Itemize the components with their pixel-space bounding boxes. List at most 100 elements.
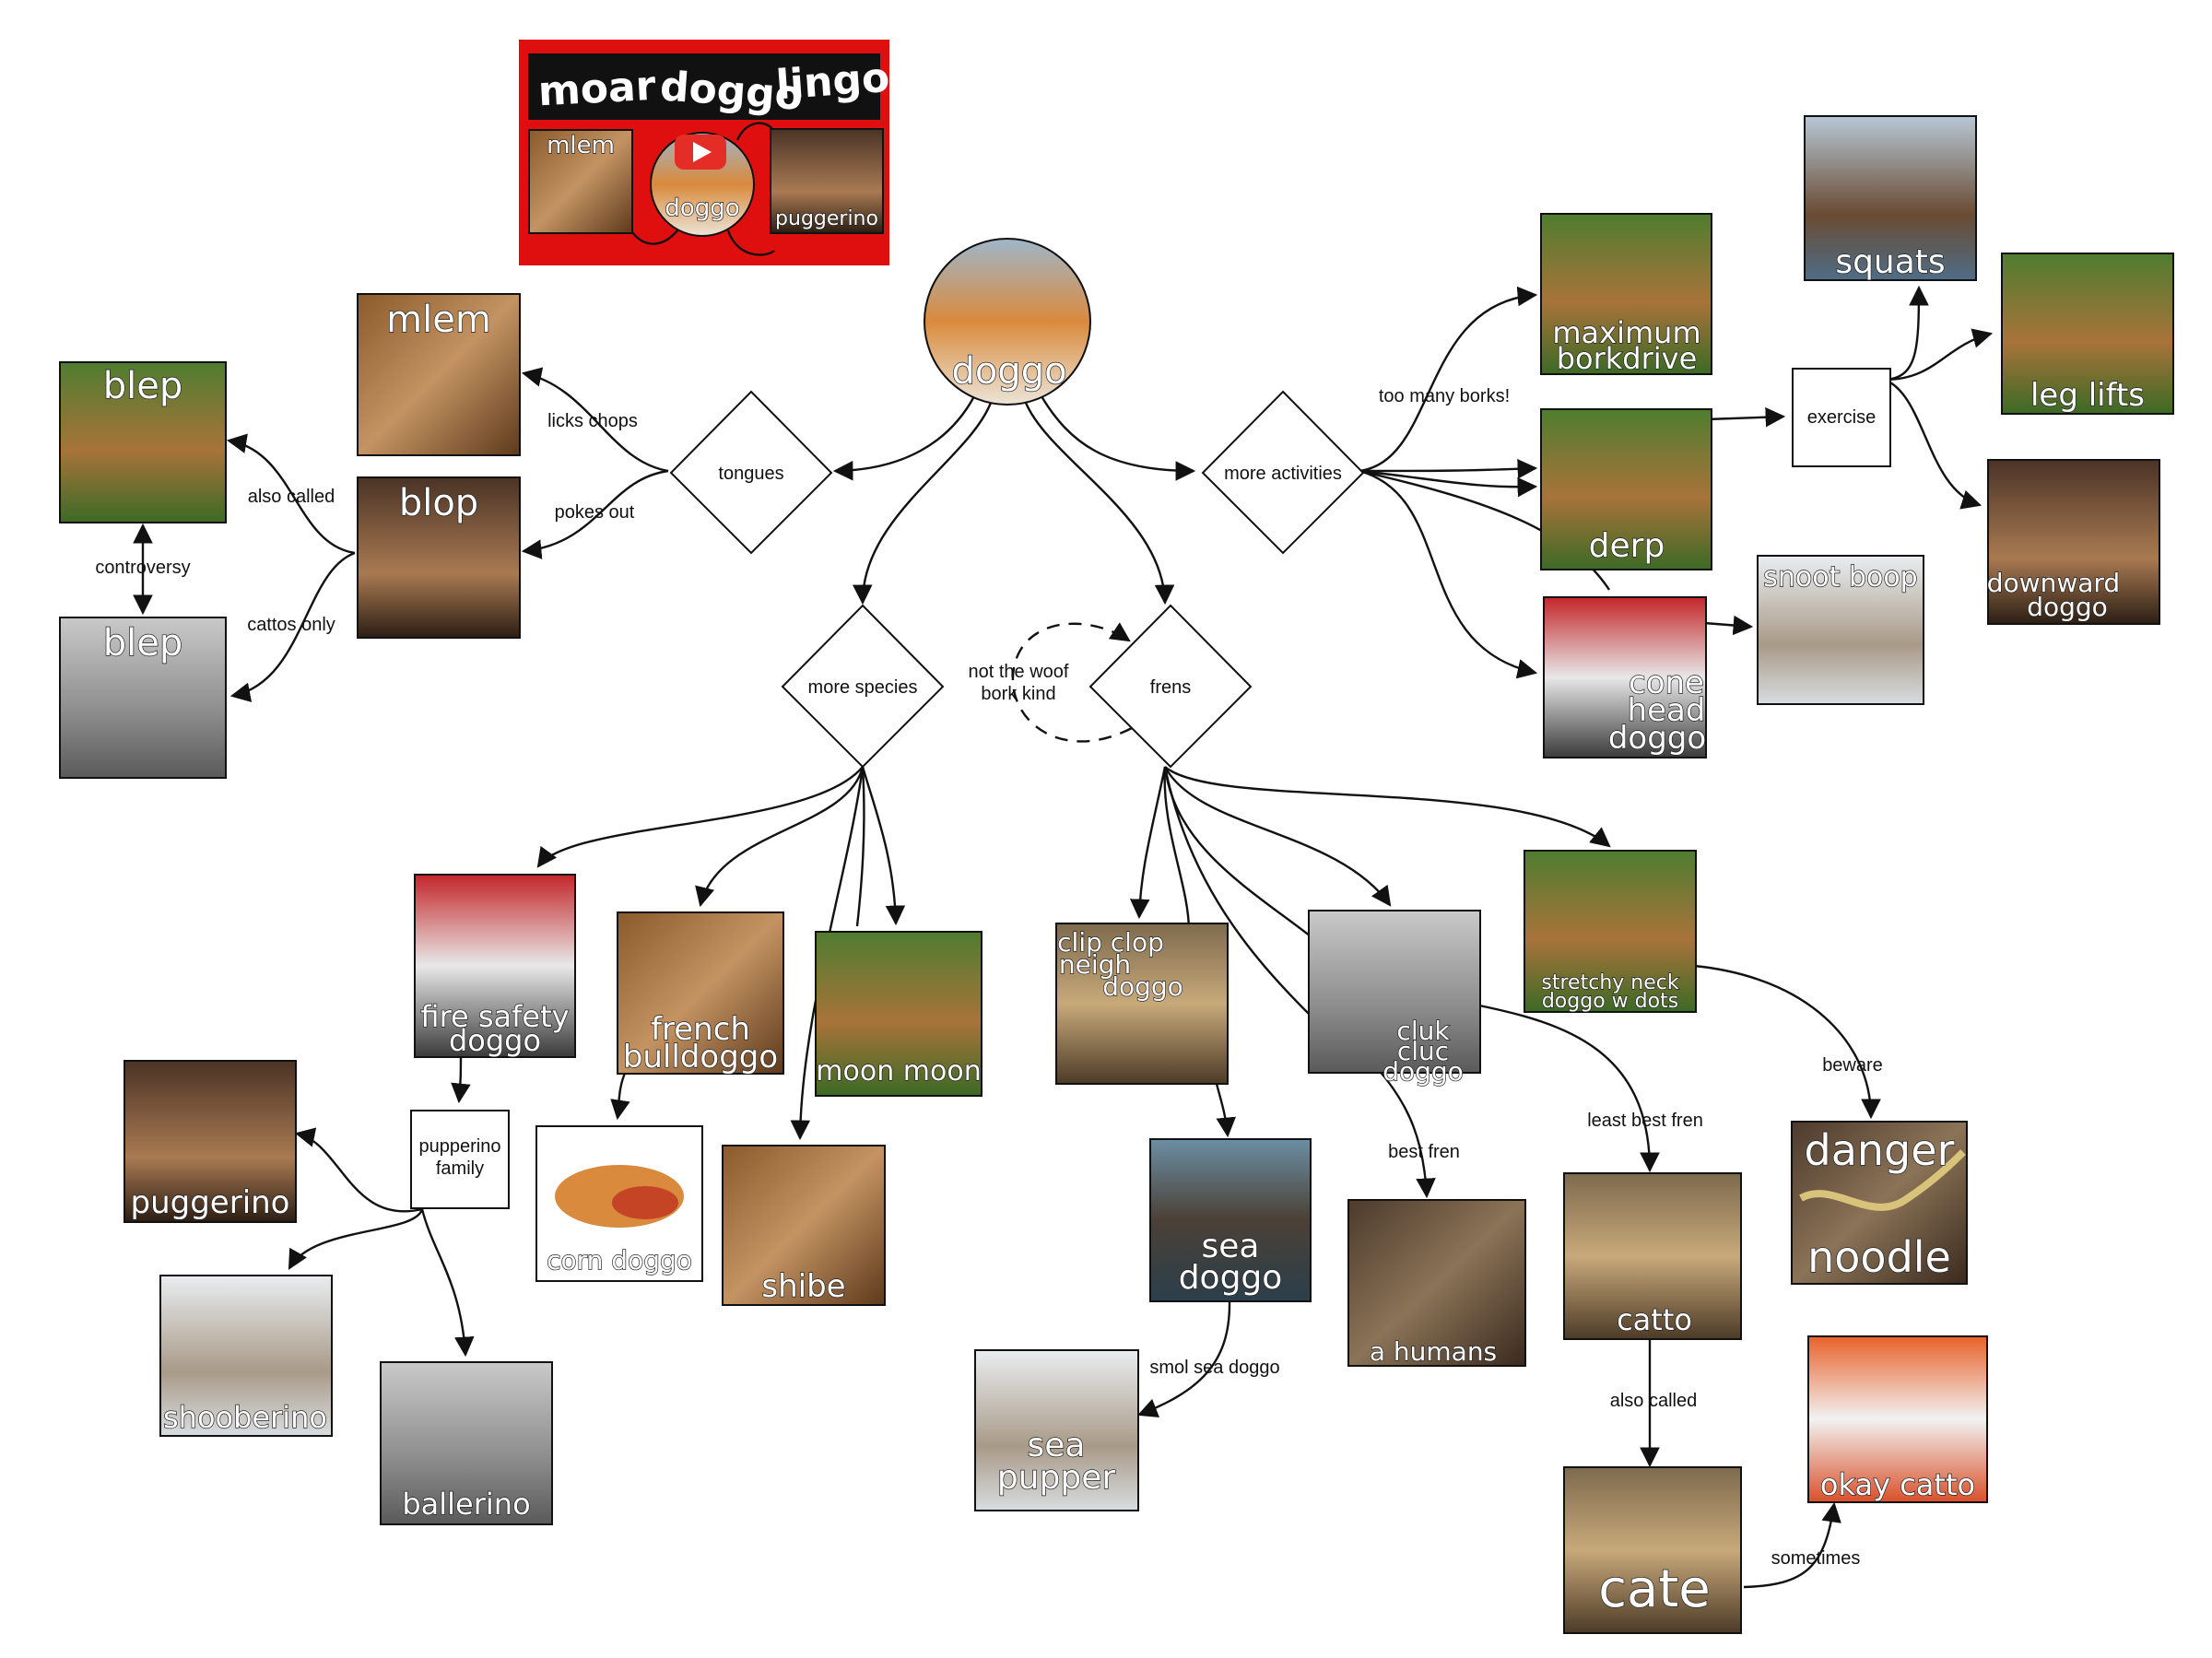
node-a-humans[interactable]: a humans (1347, 1199, 1526, 1368)
node-clip-clop-label-2: neigh (1059, 949, 1131, 980)
node-okay-catto-image (1807, 1335, 1988, 1503)
node-cluk-cluc-doggo[interactable]: cluk cluc doggo (1308, 910, 1481, 1088)
node-moon-moon[interactable]: moon moon (815, 931, 982, 1097)
node-danger-noodle-label-2: noodle (1807, 1232, 1951, 1282)
box-exercise[interactable]: exercise (1792, 368, 1891, 467)
decision-tongues-label: tongues (718, 464, 783, 484)
node-french-bulldoggo[interactable]: french bulldoggo (617, 911, 784, 1076)
label-sometimes: sometimes (1771, 1548, 1861, 1569)
node-fire-safety-doggo[interactable]: fire safety doggo (414, 874, 576, 1059)
node-derp-image (1540, 408, 1712, 570)
node-moon-moon-label: moon moon (816, 1055, 981, 1088)
node-ballerino-label: ballerino (402, 1487, 530, 1522)
node-doggo[interactable]: doggo (924, 238, 1091, 406)
node-cluk-cluc-label-1: cluk (1396, 1016, 1450, 1046)
edge-blop-blepdog (226, 433, 356, 555)
edge-pupperino-pug (294, 1127, 423, 1213)
node-shooberino-image (159, 1275, 333, 1437)
edge-doggo-species (853, 402, 993, 606)
node-french-bulldoggo-image (617, 911, 784, 1075)
node-clip-clop-neigh-doggo[interactable]: clip clop neigh doggo (1055, 923, 1229, 1085)
banner-title-band (528, 53, 880, 120)
banner-thumb-doggo-label: doggo (665, 194, 739, 222)
node-danger-noodle-label-1: danger (1805, 1125, 1955, 1175)
node-sea-doggo-image (1149, 1138, 1312, 1302)
decision-frens-label: frens (1150, 677, 1191, 698)
banner-curve-1 (631, 229, 678, 245)
box-pupperino-family-label-1: pupperino (419, 1136, 501, 1157)
edge-exercise-squats (1884, 285, 1929, 382)
node-leg-lifts[interactable]: leg lifts (2001, 253, 2174, 415)
edge-frens-cluk-2 (1163, 766, 1310, 1015)
decision-more-activities[interactable]: more activities (1201, 390, 1365, 555)
node-blep-cat[interactable]: blep (59, 617, 227, 779)
node-cate-label: cate (1598, 1559, 1711, 1619)
box-pupperino-family[interactable]: pupperino family (410, 1110, 510, 1209)
node-doggo-image (924, 238, 1091, 406)
node-doggo-label: doggo (951, 350, 1066, 393)
node-cate[interactable]: cate (1563, 1466, 1742, 1634)
banner-title-word-2: doggo (659, 63, 805, 120)
node-blop[interactable]: blop (357, 476, 521, 639)
node-maximum-borkdrive-image (1540, 213, 1712, 375)
node-fire-safety-doggo-label-1: fire safety (420, 999, 569, 1034)
node-shooberino[interactable]: shooberino (159, 1275, 333, 1437)
node-danger-noodle-image (1791, 1121, 1968, 1285)
edge-doggo-frens (1024, 402, 1175, 606)
node-stretchy-neck[interactable]: stretchy neck doggo w dots (1524, 850, 1697, 1014)
edge-species-moon-2 (855, 766, 865, 927)
node-leg-lifts-image (2001, 253, 2174, 415)
decision-frens[interactable]: frens (1088, 604, 1253, 769)
node-blep-dog[interactable]: blep (59, 361, 227, 523)
node-okay-catto-label: okay catto (1820, 1467, 1975, 1502)
node-blep-dog-label: blep (103, 365, 183, 407)
node-shibe[interactable]: shibe (722, 1145, 886, 1306)
node-corn-doggo-label: corn doggo (547, 1245, 692, 1276)
node-ballerino[interactable]: ballerino (380, 1361, 553, 1525)
node-catto[interactable]: catto (1563, 1172, 1742, 1340)
edge-doggo-activities (1040, 395, 1196, 481)
node-cone-head-doggo[interactable]: cone head doggo (1543, 596, 1707, 758)
node-sea-pupper[interactable]: sea pupper (974, 1349, 1139, 1511)
edges (133, 285, 1994, 1589)
edge-exercise-leglifts (1884, 328, 1994, 382)
edge-french-corn (610, 1068, 630, 1121)
node-cone-head-doggo-label-1: cone (1629, 664, 1704, 701)
node-maximum-borkdrive[interactable]: maximum borkdrive (1540, 213, 1712, 377)
edge-tongues-mlem (521, 367, 669, 473)
node-squats[interactable]: squats (1804, 115, 1977, 282)
edge-frens-cluk (1163, 766, 1392, 907)
edge-pupperino-shoob (288, 1208, 424, 1270)
box-pupperino-family-label-2: family (436, 1158, 484, 1179)
decision-tongues[interactable]: tongues (669, 390, 833, 555)
node-cluk-cluc-image (1308, 910, 1481, 1074)
node-a-humans-image (1347, 1199, 1526, 1367)
node-mlem-label: mlem (386, 299, 491, 341)
decision-more-species[interactable]: more species (781, 604, 945, 769)
edge-frens-stretchy (1164, 766, 1611, 848)
edge-blop-blepcat (229, 551, 356, 702)
node-puggerino[interactable]: puggerino (124, 1060, 297, 1223)
node-clip-clop-label-3: doggo (1102, 971, 1183, 1002)
banner-thumb-puggerino-label: puggerino (775, 207, 878, 230)
node-catto-image (1563, 1172, 1742, 1340)
node-downward-doggo[interactable]: downward doggo (1986, 459, 2160, 625)
banner-title-word-3: lingo (774, 54, 890, 109)
node-sea-doggo[interactable]: sea doggo (1149, 1138, 1312, 1302)
node-derp[interactable]: derp (1540, 408, 1712, 570)
label-beware: beware (1822, 1055, 1883, 1076)
node-french-bulldoggo-label-2: bulldoggo (623, 1039, 778, 1076)
node-moon-moon-image (815, 931, 982, 1097)
node-stretchy-neck-label-1: stretchy neck (1541, 971, 1678, 994)
node-cone-head-doggo-image (1543, 596, 1707, 758)
node-okay-catto[interactable]: okay catto (1807, 1335, 1988, 1503)
node-sea-pupper-image (974, 1349, 1139, 1511)
node-corn-doggo[interactable]: corn doggo (535, 1125, 703, 1282)
edge-activities-derp-1 (1359, 458, 1538, 479)
edge-species-moon (861, 766, 906, 926)
node-cluk-cluc-label-3: doggo (1382, 1056, 1464, 1087)
node-snoot-boop[interactable]: snoot boop (1757, 555, 1924, 705)
node-danger-noodle[interactable]: danger noodle (1791, 1121, 1968, 1285)
edge-cluk-catto (1474, 1003, 1660, 1173)
node-mlem[interactable]: mlem (357, 293, 521, 456)
